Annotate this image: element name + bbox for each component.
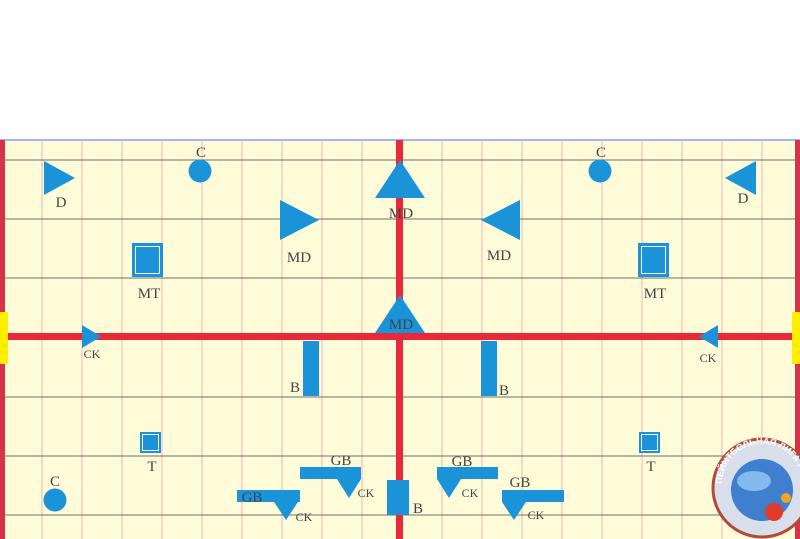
logo-paintball-small (781, 493, 791, 503)
obstacle-d-left: D (44, 161, 75, 211)
obstacle-ck-center-right: CK (437, 479, 479, 500)
obstacle-c-top-right: C (588, 145, 612, 183)
obstacle-c-top-left: C (188, 145, 212, 183)
obstacle-t-right: T (639, 432, 660, 475)
obstacle-gb-bottom-left: GB (237, 490, 300, 506)
logo-globe (731, 459, 793, 521)
obstacle-ck-center-left: CK (337, 479, 375, 500)
obstacle-c-bottom-left: C (43, 474, 67, 512)
obstacle-mt-right: MT (638, 243, 669, 302)
obstacle-ck-left: CK (82, 325, 101, 361)
obstacle-b-bottom: B (387, 480, 423, 517)
obstacle-label: MT (138, 286, 161, 302)
obstacle-b-right: B (481, 341, 509, 399)
obstacle-label: CK (462, 486, 479, 500)
obstacle-d-right: D (725, 161, 756, 207)
obstacle-label: GB (242, 490, 263, 506)
obstacle-label: GB (331, 453, 352, 469)
obstacle-t-left: T (140, 432, 161, 475)
obstacle-label: T (147, 459, 156, 475)
paintball-league-logo: ПЕЙНТБОЛЬНАЯ ЛИГА РФ (711, 436, 800, 539)
obstacle-label: GB (510, 475, 531, 491)
obstacle-label: C (50, 474, 60, 490)
obstacle-label: MD (389, 317, 413, 333)
obstacle-label: C (196, 145, 206, 161)
obstacle-label: MT (644, 286, 667, 302)
obstacle-ck-bottom-left: CK (274, 502, 313, 524)
logo-globe-highlight (737, 471, 771, 491)
obstacle-label: CK (84, 347, 101, 361)
obstacle-ck-right: CK (699, 325, 718, 365)
right-edge-marker (792, 312, 800, 364)
obstacle-label: CK (700, 351, 717, 365)
obstacle-md-right: MD (481, 200, 520, 264)
obstacle-md-top-center: MD (375, 160, 425, 222)
obstacle-label: GB (452, 454, 473, 470)
obstacle-gb-center-left: GB (300, 453, 361, 479)
obstacle-label: CK (296, 510, 313, 524)
obstacle-label: D (738, 191, 749, 207)
obstacle-gb-center-right: GB (437, 454, 498, 479)
obstacle-gb-bottom-right: GB (502, 475, 564, 502)
center-line-vertical (396, 140, 403, 539)
obstacle-md-left: MD (280, 200, 319, 266)
obstacle-label: MD (389, 206, 413, 222)
obstacle-label: T (646, 459, 655, 475)
obstacle-label: C (596, 145, 606, 161)
obstacle-label: MD (287, 250, 311, 266)
obstacle-label: B (413, 501, 423, 517)
obstacle-mt-left: MT (132, 243, 163, 302)
obstacle-label: B (499, 383, 509, 399)
obstacle-ck-bottom-right: CK (502, 502, 545, 522)
left-edge-marker (0, 312, 8, 364)
obstacle-label: B (290, 380, 300, 396)
logo-paintball (765, 503, 783, 521)
obstacle-md-center: MD (375, 295, 425, 333)
obstacle-label: MD (487, 248, 511, 264)
obstacle-label: D (56, 195, 67, 211)
obstacle-label: CK (528, 508, 545, 522)
obstacle-label: CK (358, 486, 375, 500)
obstacle-b-left: B (290, 341, 319, 396)
